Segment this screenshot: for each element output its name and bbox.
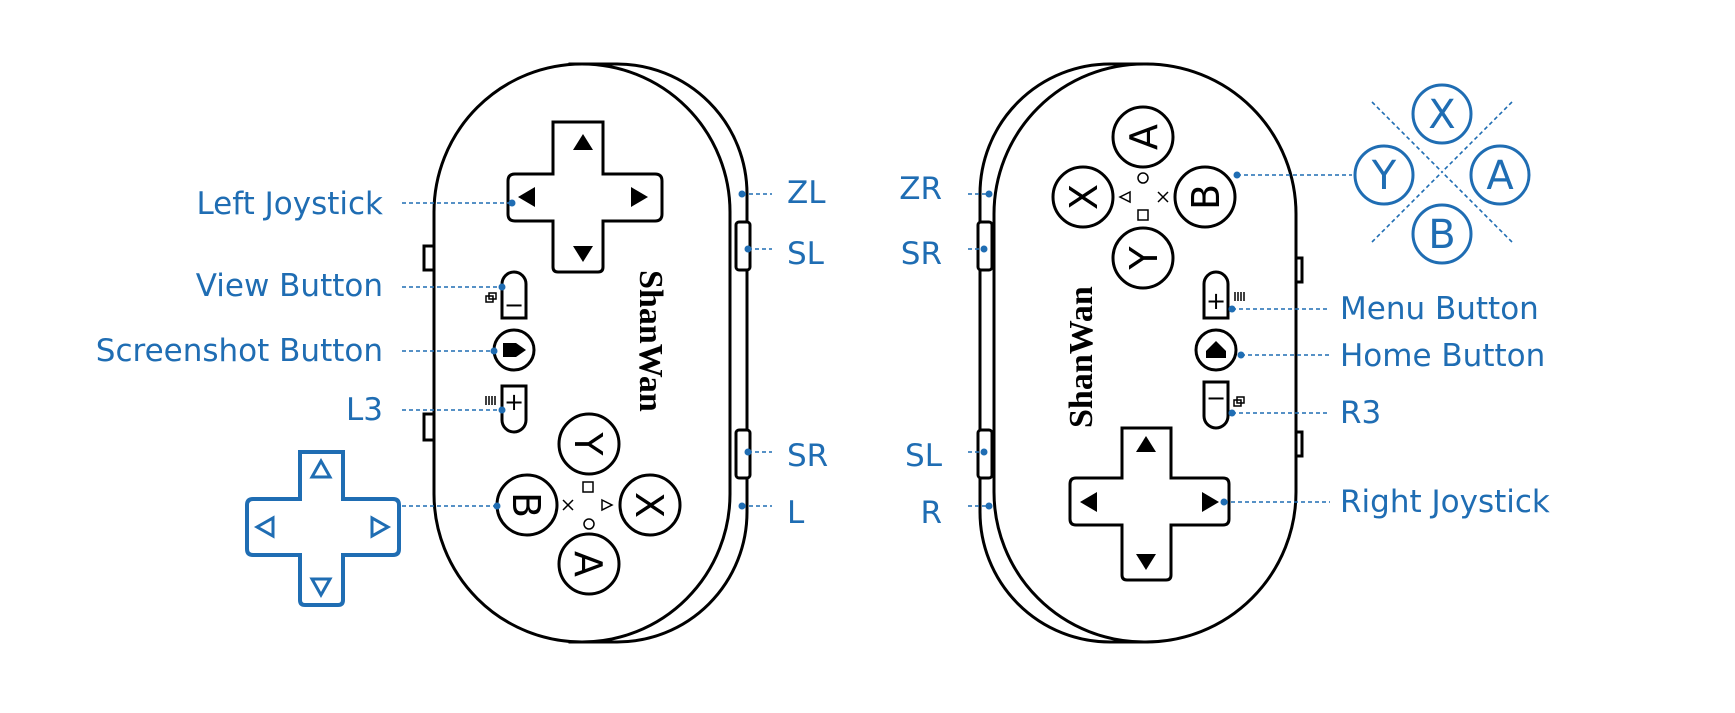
svg-text:Y: Y: [1371, 153, 1397, 199]
brand-logo-left: ShanWan: [632, 270, 669, 412]
face-button-x: [618, 473, 682, 537]
right-leaders: [968, 171, 1352, 510]
dpad-down-arrow-icon: [573, 246, 593, 262]
label-screenshot-button: Screenshot Button: [96, 333, 383, 369]
right-controller: A X B Y ShanWan + −: [976, 62, 1304, 644]
r3-button: [1202, 380, 1230, 430]
reference-dpad: [245, 450, 401, 607]
face-button-b-right: [1173, 165, 1237, 229]
l3-bars-icon: [485, 396, 496, 405]
svg-text:A: A: [1122, 124, 1166, 150]
label-sl-right: SL: [905, 438, 943, 474]
dpad-up-arrow-icon: [573, 134, 593, 150]
svg-text:A: A: [566, 551, 610, 577]
face-button-y: [557, 412, 621, 476]
reference-face-buttons: X Y A B: [1353, 83, 1531, 265]
ref-button-x: [1411, 83, 1473, 145]
label-menu-button: Menu Button: [1340, 291, 1539, 327]
menu-bars-icon: [1234, 292, 1245, 301]
sl-button: [734, 220, 752, 272]
label-zr: ZR: [899, 171, 942, 207]
left-controller: − + ShanWan Y B X A: [422, 62, 752, 644]
triangle-icon: [1118, 190, 1131, 204]
svg-text:X: X: [1428, 92, 1455, 138]
svg-text:X: X: [627, 492, 671, 518]
dpad-left-outline-icon: [253, 515, 275, 539]
square-icon: [1137, 209, 1149, 221]
dpad-up-outline-icon: [309, 457, 333, 479]
face-button-y-right: [1111, 226, 1175, 290]
face-button-a-right: [1111, 105, 1175, 169]
svg-text:X: X: [1062, 184, 1106, 210]
circle-icon: [1137, 172, 1149, 184]
label-right-joystick: Right Joystick: [1340, 484, 1550, 520]
label-sr-right: SR: [901, 236, 942, 272]
r3-button-symbol: −: [1206, 384, 1226, 412]
dpad-down-outline-icon: [309, 577, 333, 599]
brand-logo-right: ShanWan: [1063, 286, 1100, 428]
dpad-up-arrow-icon: [1136, 436, 1156, 452]
label-view-button: View Button: [196, 268, 383, 304]
ref-button-b: [1411, 203, 1473, 265]
svg-text:A: A: [1486, 153, 1514, 199]
left-leaders: [402, 190, 772, 510]
left-joystick-dpad: [506, 120, 664, 274]
face-button-a: [557, 532, 621, 596]
l3-button: [500, 384, 528, 434]
dpad-right-outline-icon: [370, 515, 392, 539]
svg-text:B: B: [504, 492, 548, 518]
view-button-symbol: −: [504, 291, 524, 319]
svg-text:Y: Y: [1122, 246, 1166, 271]
label-l3: L3: [346, 392, 383, 428]
label-sr-left: SR: [787, 438, 828, 474]
right-joystick-dpad: [1068, 426, 1231, 582]
label-l: L: [787, 495, 805, 531]
label-left-joystick: Left Joystick: [196, 186, 383, 222]
ref-button-a: [1469, 144, 1531, 206]
reference-dpad-outline: [245, 450, 401, 607]
svg-text:B: B: [1184, 184, 1228, 210]
label-sl-left: SL: [787, 236, 825, 272]
dpad-right-arrow-icon: [1202, 492, 1219, 512]
circle-icon: [583, 518, 595, 530]
menu-button-symbol: +: [1206, 287, 1226, 315]
square-icon: [582, 481, 594, 493]
dpad-right-arrow-icon: [631, 187, 648, 207]
screenshot-icon: [503, 343, 526, 357]
triangle-icon: [601, 498, 614, 512]
dpad-left-arrow-icon: [1080, 492, 1097, 512]
label-r3: R3: [1340, 395, 1381, 431]
label-r: R: [920, 495, 942, 531]
label-home-button: Home Button: [1340, 338, 1545, 374]
face-button-x-right: [1051, 165, 1115, 229]
dpad-left-arrow-icon: [518, 187, 535, 207]
label-zl: ZL: [787, 175, 826, 211]
right-face-buttons: A X B Y: [1051, 105, 1237, 290]
house-icon: [1206, 341, 1226, 358]
cross-icon: [562, 499, 574, 511]
ref-button-y: [1353, 144, 1415, 206]
cross-icon: [1157, 191, 1169, 203]
svg-text:B: B: [1428, 212, 1455, 258]
view-button: [500, 270, 528, 320]
menu-button: [1202, 270, 1230, 320]
l3-button-symbol: +: [504, 388, 524, 416]
svg-text:Y: Y: [566, 431, 610, 456]
dpad-down-arrow-icon: [1136, 554, 1156, 570]
